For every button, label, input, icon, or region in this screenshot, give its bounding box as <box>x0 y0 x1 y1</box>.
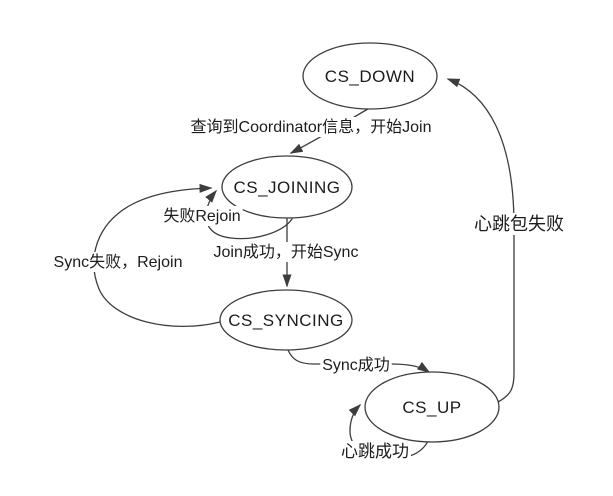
state-label-cs-joining: CS_JOINING <box>233 178 340 197</box>
transition-label-bg-joining-rejoin-loop <box>161 206 243 226</box>
state-ellipse-cs-down <box>302 42 438 110</box>
state-node-cs-joining: CS_JOINING <box>221 155 353 219</box>
transition-up-to-down <box>446 78 515 403</box>
state-label-cs-syncing: CS_SYNCING <box>228 311 344 330</box>
transition-label-down-to-joining: 查询到Coordinator信息，开始Join <box>191 118 432 136</box>
states-layer: CS_DOWN CS_JOINING CS_SYNCING CS_UP <box>219 42 500 443</box>
state-ellipse-cs-syncing <box>219 289 353 351</box>
transition-label-syncing-to-joining: Sync失败，Rejoin <box>54 253 183 271</box>
transition-label-bg-down-to-joining <box>188 117 434 137</box>
transition-label-bg-joining-to-syncing <box>211 242 361 262</box>
transition-joining-rejoin-loop <box>205 189 293 240</box>
transition-label-bg-up-heartbeat-loop <box>339 441 411 462</box>
transition-label-joining-rejoin-loop: 失败Rejoin <box>163 207 240 225</box>
state-node-cs-down: CS_DOWN <box>302 42 438 110</box>
transition-label-up-heartbeat-loop: 心跳成功 <box>341 442 409 461</box>
state-label-cs-down: CS_DOWN <box>325 67 415 86</box>
state-ellipse-cs-up <box>364 371 500 443</box>
transition-label-up-to-down: 心跳包失败 <box>474 214 564 234</box>
state-label-cs-up: CS_UP <box>402 398 461 417</box>
transition-label-joining-to-syncing: Join成功，开始Sync <box>214 243 359 261</box>
transition-label-bg-syncing-to-up <box>320 355 392 375</box>
state-node-cs-up: CS_UP <box>364 371 500 443</box>
transition-label-bg-syncing-to-joining <box>51 252 185 272</box>
state-node-cs-syncing: CS_SYNCING <box>219 289 353 351</box>
state-ellipse-cs-joining <box>221 155 353 219</box>
transition-label-syncing-to-up: Sync成功 <box>322 356 390 374</box>
edge-labels-layer: 查询到Coordinator信息，开始Join 失败RejoinJoin成功，开始… <box>51 117 566 462</box>
transition-label-bg-up-to-down <box>472 213 566 235</box>
